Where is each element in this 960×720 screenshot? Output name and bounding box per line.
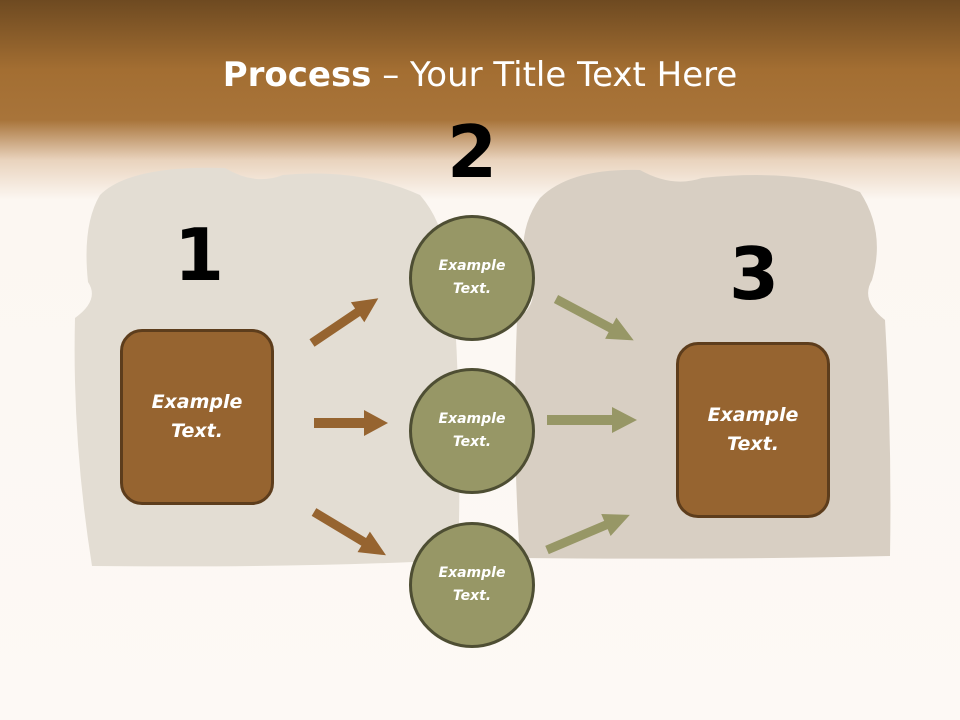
title-rest: – Your Title Text Here — [371, 55, 738, 95]
circle-middle: Example Text. — [409, 368, 535, 494]
circle-bottom: Example Text. — [409, 522, 535, 648]
circle-top-text: Example Text. — [438, 258, 506, 297]
step-number-2: 2 — [446, 110, 498, 194]
circle-top: Example Text. — [409, 215, 535, 341]
title-bold: Process — [222, 55, 372, 95]
left-box-text: Example Text. — [151, 391, 243, 442]
left-process-box: Example Text. — [120, 329, 274, 505]
right-box-text: Example Text. — [707, 404, 799, 455]
step-number-1: 1 — [173, 213, 225, 297]
slide-title: Process – Your Title Text Here — [0, 52, 960, 98]
circle-bottom-text: Example Text. — [438, 565, 506, 604]
right-process-box: Example Text. — [676, 342, 830, 518]
circle-middle-text: Example Text. — [438, 411, 506, 450]
step-number-3: 3 — [728, 232, 780, 316]
